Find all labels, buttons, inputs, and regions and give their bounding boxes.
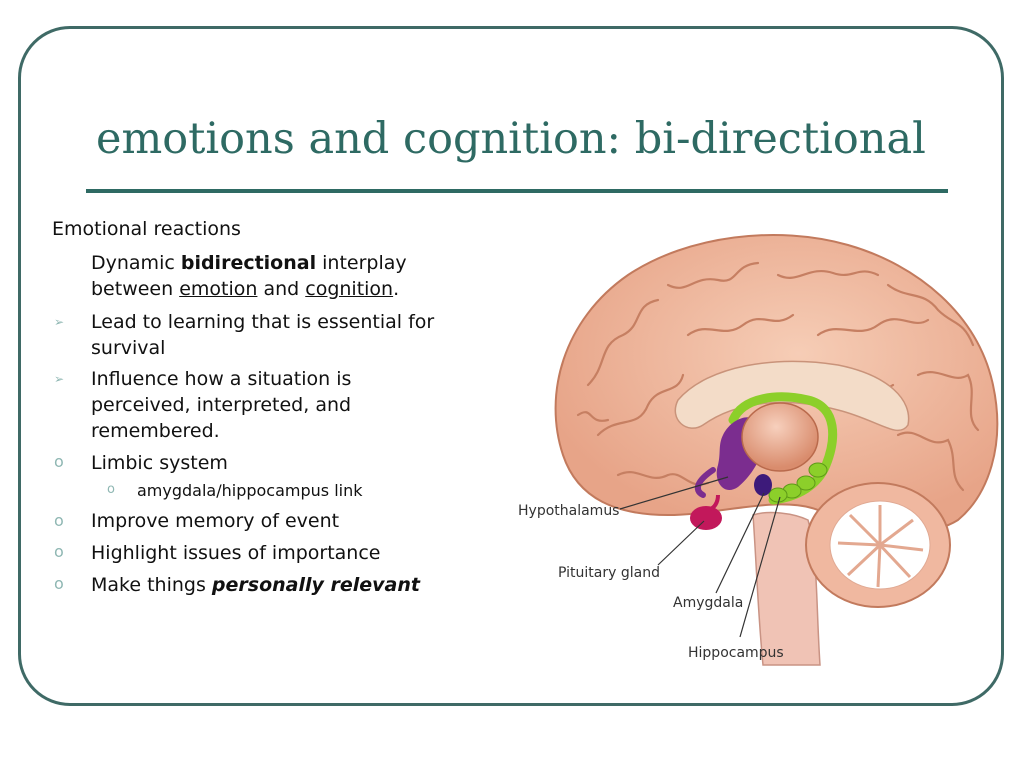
circle-bullet-icon: o — [54, 511, 64, 530]
emphasis-text: personally relevant — [211, 574, 420, 596]
intro-and: and — [257, 278, 306, 300]
brain-illustration: Hypothalamus Pituitary gland Amygdala Hi… — [518, 234, 999, 666]
bullet-highlight-issues: Highlight issues of importance — [91, 542, 381, 564]
pituitary-gland — [690, 506, 722, 530]
bullet-text: Make things — [91, 574, 212, 596]
thalamus — [741, 402, 819, 472]
slide-frame — [18, 26, 1004, 706]
label-pituitary-gland: Pituitary gland — [558, 565, 660, 581]
intro-line-2: between emotion and cognition. — [91, 276, 399, 302]
bullet-influence-1: Influence how a situation is — [91, 368, 352, 390]
cerebellum-folia — [837, 505, 924, 588]
bullet-limbic-system: Limbic system — [91, 452, 228, 474]
circle-bullet-icon: o — [54, 452, 64, 471]
intro-bold: bidirectional — [180, 252, 317, 274]
circle-bullet-icon: o — [54, 574, 64, 593]
bullet-learning-1: Lead to learning that is essential for — [91, 311, 435, 333]
leader-lines — [619, 476, 781, 638]
bullet-influence-3: remembered. — [91, 420, 220, 442]
bullet-amygdala-link: amygdala/hippocampus link — [137, 481, 363, 500]
label-hippocampus: Hippocampus — [688, 645, 784, 661]
emotion-underlined: emotion — [179, 278, 258, 300]
label-hypothalamus: Hypothalamus — [518, 503, 619, 519]
intro-text-2: between — [91, 278, 180, 300]
cognition-underlined: cognition — [305, 278, 394, 300]
bullet-improve-memory: Improve memory of event — [91, 510, 340, 532]
arrow-bullet-icon: ➢ — [54, 315, 65, 329]
hippocampus-segments — [768, 462, 828, 503]
arrow-bullet-icon: ➢ — [54, 372, 65, 386]
amygdala — [754, 474, 772, 496]
bullet-personally-relevant: Make things personally relevant — [91, 572, 420, 598]
circle-bullet-icon: o — [107, 482, 115, 497]
intro-period: . — [393, 278, 400, 300]
intro-text: Dynamic — [91, 252, 181, 274]
bullet-learning-2: survival — [91, 337, 166, 359]
circle-bullet-icon: o — [54, 542, 64, 561]
bullet-influence-2: perceived, interpreted, and — [91, 394, 352, 416]
title-divider — [86, 189, 948, 193]
intro-line-1: Dynamic bidirectional interplay — [91, 250, 407, 276]
label-amygdala: Amygdala — [673, 595, 743, 611]
heading-emotional-reactions: Emotional reactions — [52, 218, 241, 240]
slide-title: emotions and cognition: bi-directional — [96, 114, 926, 164]
hypothalamus-tail — [694, 467, 716, 498]
intro-text-mid: interplay — [316, 252, 407, 274]
